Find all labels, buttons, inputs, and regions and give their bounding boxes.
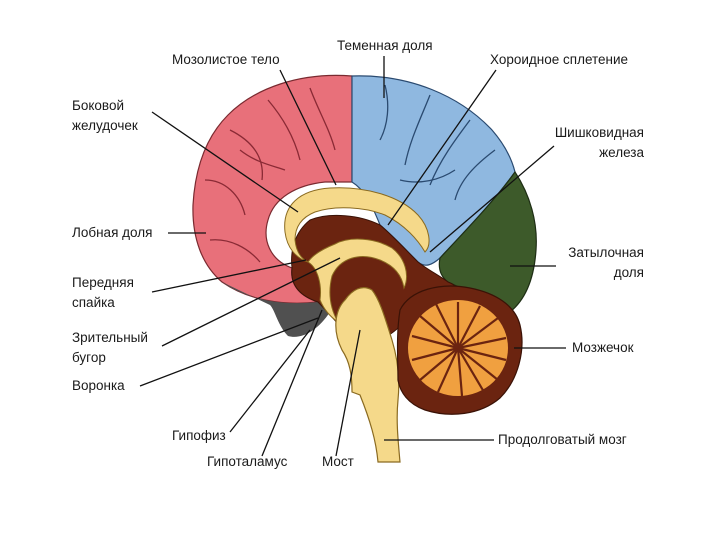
- label-corpus-callosum: Мозолистое тело: [172, 52, 280, 67]
- label-anterior-commissure-line2: спайка: [72, 295, 115, 310]
- label-choroid-plexus: Хороидное сплетение: [490, 52, 628, 67]
- label-thalamus-line2: бугор: [72, 350, 106, 365]
- label-anterior-commissure-line1: Передняя: [72, 275, 134, 290]
- label-parietal-lobe: Теменная доля: [337, 38, 433, 53]
- label-cerebellum: Мозжечок: [572, 340, 634, 355]
- label-lateral-ventricle-line1: Боковой: [72, 98, 124, 113]
- label-lateral-ventricle-line2: желудочек: [72, 118, 138, 133]
- brain-illustration: [193, 75, 536, 462]
- label-thalamus-line1: Зрительный: [72, 330, 148, 345]
- label-frontal-lobe: Лобная доля: [72, 225, 152, 240]
- label-pons: Мост: [322, 454, 354, 469]
- label-infundibulum: Воронка: [72, 378, 125, 393]
- label-pineal-line2: железа: [599, 145, 644, 160]
- leader-pituitary: [230, 330, 310, 432]
- label-pineal-line1: Шишковидная: [555, 125, 644, 140]
- leader-infundibulum: [140, 318, 318, 386]
- label-pituitary: Гипофиз: [172, 428, 226, 443]
- label-medulla: Продолговатый мозг: [498, 432, 627, 447]
- label-occipital-line1: Затылочная: [568, 245, 644, 260]
- label-occipital-line2: доля: [614, 265, 644, 280]
- label-hypothalamus: Гипоталамус: [207, 454, 288, 469]
